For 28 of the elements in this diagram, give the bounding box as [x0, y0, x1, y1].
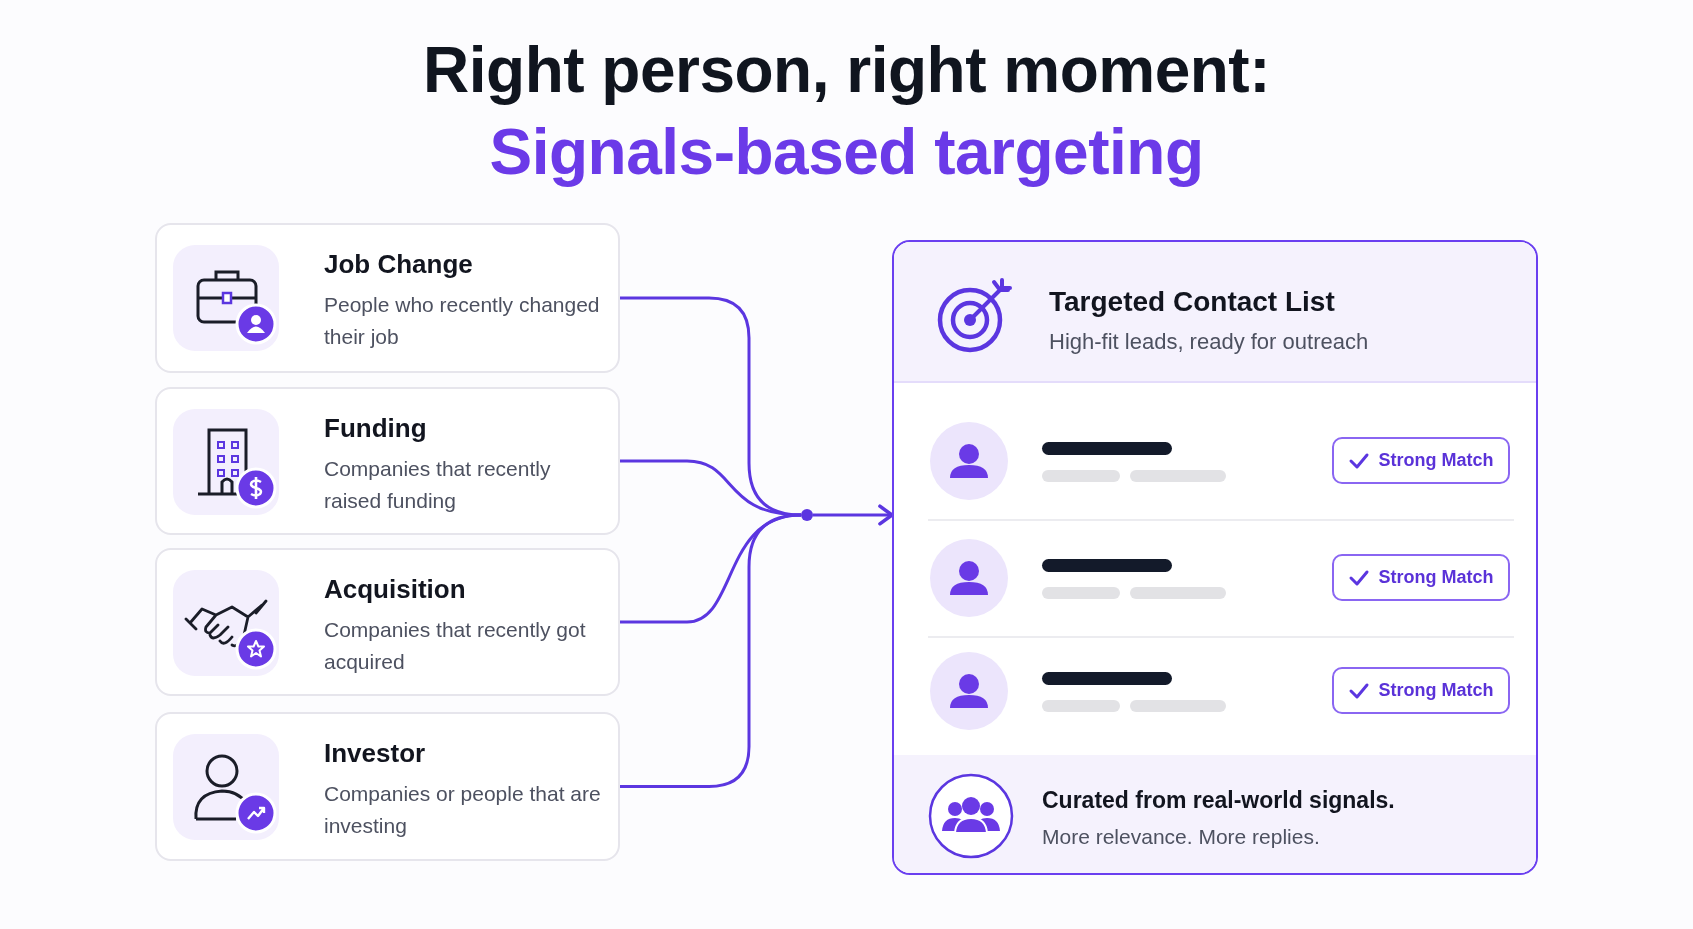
title: Right person, right moment:: [422, 33, 1271, 108]
panel-title: Targeted Contact List: [1049, 286, 1335, 318]
signal-card: [155, 387, 620, 535]
signal-card: [155, 712, 620, 861]
card-description: People who recently changed their job: [324, 292, 601, 350]
footer-title: Curated from real-world signals.: [1042, 787, 1395, 814]
connector-arrow: [813, 504, 894, 526]
panel-subtitle: High-fit leads, ready for outreach: [1049, 328, 1369, 356]
panel-footer-background: [894, 755, 1536, 873]
match-badge: [1332, 667, 1510, 714]
signal-card: [155, 223, 620, 373]
contact-list-panel: [892, 240, 1538, 875]
card-description: Companies that recently got acquired: [324, 617, 587, 675]
card-title: Acquisition: [324, 574, 466, 605]
footer-note: More relevance. More replies.: [1042, 824, 1320, 850]
subtitle: Signals-based targeting: [488, 115, 1205, 190]
card-title: Funding: [324, 413, 427, 444]
badge-label: Strong Match: [1378, 567, 1494, 588]
junction-dot: [801, 509, 813, 521]
badge-label: Strong Match: [1378, 450, 1494, 471]
card-title: Investor: [324, 738, 426, 769]
signal-card: [155, 548, 620, 696]
match-badge: [1332, 554, 1510, 601]
card-description: Companies that recently raised funding: [324, 456, 552, 514]
badge-label: Strong Match: [1378, 680, 1494, 701]
card-description: Companies or people that are investing: [324, 781, 602, 839]
match-badge: [1332, 437, 1510, 484]
card-title: Job Change: [324, 249, 473, 280]
